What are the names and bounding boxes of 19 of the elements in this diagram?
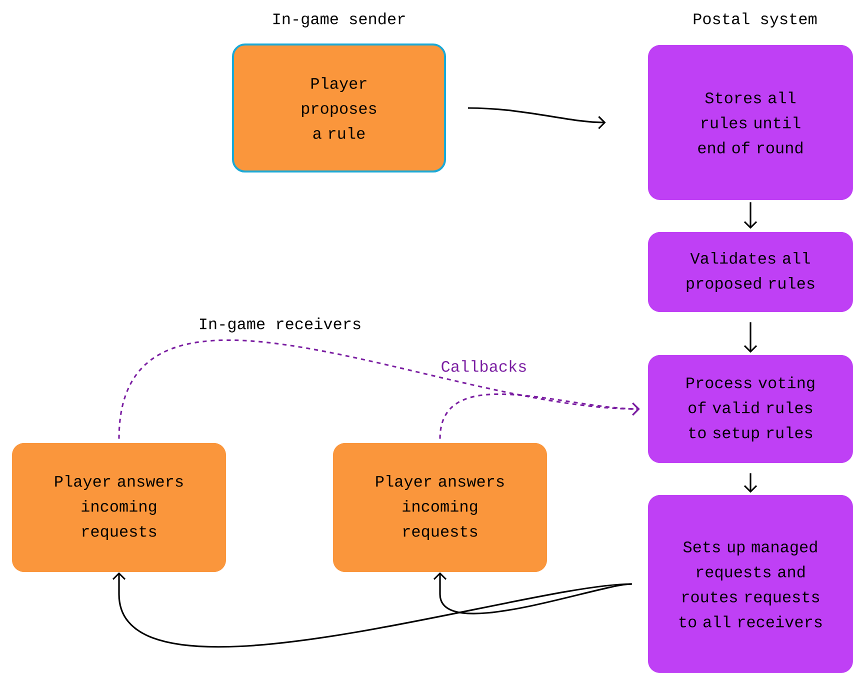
arrow bbox=[468, 107, 606, 130]
arrow bbox=[112, 572, 632, 648]
heading: In-game receivers bbox=[200, 318, 360, 332]
process-box: Stores all rules until end of round bbox=[648, 45, 853, 200]
heading: In-game sender bbox=[273, 12, 405, 28]
process-box: Sets up managed requests and routes requests to all receivers bbox=[648, 495, 853, 673]
process-box: Player answers incoming requests bbox=[333, 443, 547, 572]
process-box: Process voting of valid rules to setup rules bbox=[648, 355, 853, 463]
heading: Postal system bbox=[694, 12, 817, 28]
process-box: Player proposes a rule bbox=[232, 44, 446, 172]
process-box: Validates all proposed rules bbox=[648, 232, 853, 312]
arrow bbox=[433, 572, 632, 614]
arrow bbox=[118, 340, 640, 439]
edge-label: Callbacks bbox=[438, 358, 530, 374]
process-box: Player answers incoming requests bbox=[12, 443, 226, 572]
arrow bbox=[744, 322, 758, 353]
arrow bbox=[744, 202, 758, 229]
arrow bbox=[439, 394, 640, 439]
arrow bbox=[744, 473, 758, 493]
